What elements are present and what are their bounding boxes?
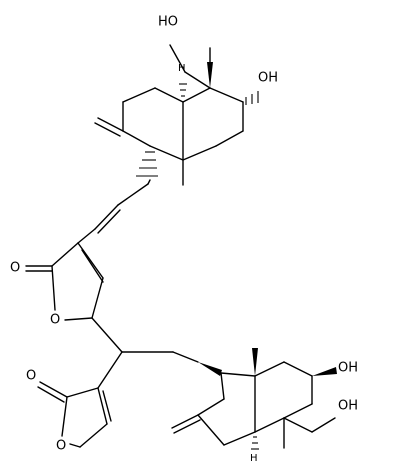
bond — [283, 403, 313, 419]
wedge-bond — [198, 362, 222, 376]
bond — [51, 242, 79, 267]
bond — [173, 419, 201, 434]
bond — [184, 71, 211, 89]
atom-label-oh-lower-ring: OH — [338, 361, 358, 376]
bond — [169, 44, 186, 73]
atom-label-h-top: H — [178, 63, 186, 74]
bond — [182, 145, 217, 161]
atom-label-oh-lower-ch2: OH — [338, 399, 358, 414]
bond — [182, 87, 211, 103]
atom-label-o-ring-upper: O — [50, 313, 60, 328]
bond — [171, 414, 199, 429]
bond — [77, 242, 104, 279]
bond — [197, 398, 225, 416]
bond — [94, 204, 119, 230]
upper-butenolide — [25, 242, 104, 321]
atom-label-h-bottom: H — [250, 453, 258, 463]
atom-label-o-carbonyl-lower: O — [26, 369, 36, 384]
bond — [154, 87, 184, 103]
bond — [220, 372, 225, 400]
atom-label-o-ring-lower: O — [56, 439, 66, 454]
bond — [209, 87, 244, 103]
bond — [91, 317, 123, 353]
wedge-bond — [207, 62, 213, 88]
upper-linker — [77, 183, 149, 244]
bond — [254, 361, 285, 377]
bond — [122, 87, 156, 103]
bond — [97, 351, 123, 389]
bond — [147, 179, 151, 185]
bond — [81, 249, 104, 283]
bond — [311, 417, 336, 433]
upper-decalin — [94, 44, 259, 186]
bond — [79, 423, 108, 448]
bond — [61, 396, 68, 437]
bond — [220, 372, 256, 377]
bond — [97, 209, 121, 234]
lower-butenolide — [37, 381, 112, 448]
atom-label-ho-top: HO — [158, 15, 178, 30]
bond — [97, 117, 124, 132]
bond — [97, 387, 108, 425]
bond — [64, 317, 93, 321]
bond — [94, 122, 121, 137]
bond — [91, 277, 104, 319]
wedge-bond — [252, 348, 258, 376]
bond — [66, 387, 99, 398]
bond — [223, 431, 256, 446]
atom-label-o-carbonyl-upper: O — [10, 261, 20, 276]
bond — [149, 145, 184, 161]
lower-decalin — [171, 348, 337, 450]
bond — [254, 417, 285, 433]
bond — [102, 390, 112, 422]
bond — [51, 265, 56, 311]
central-chain — [91, 317, 199, 389]
bond — [69, 443, 81, 448]
atom-label-oh-upper-ring: OH — [258, 71, 278, 86]
bond — [197, 414, 225, 446]
bond — [39, 381, 68, 398]
bond — [215, 130, 244, 147]
bond — [77, 228, 96, 244]
bond — [37, 386, 65, 403]
wedge-bond — [312, 367, 337, 376]
bond — [172, 351, 199, 363]
bond — [283, 417, 313, 433]
bond — [117, 183, 149, 206]
bond — [283, 361, 313, 377]
bond — [122, 130, 151, 147]
